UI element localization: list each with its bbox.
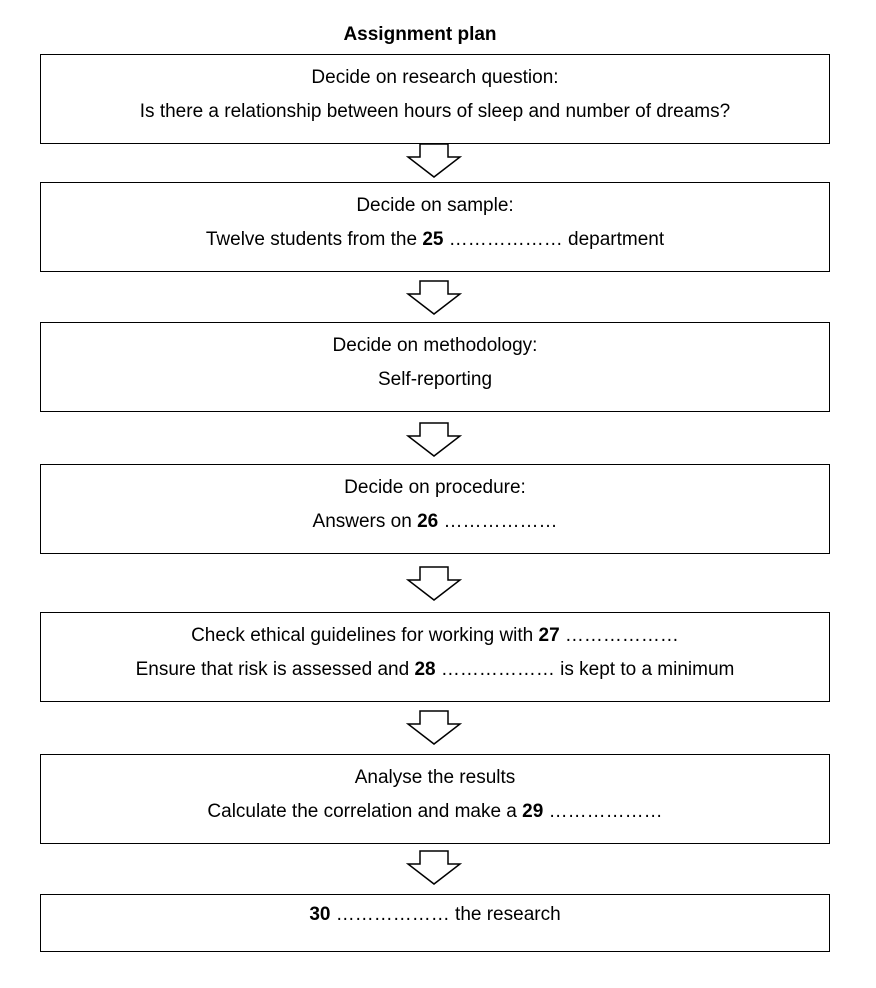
down-arrow-icon <box>406 710 462 745</box>
down-arrow-icon <box>406 566 462 601</box>
step-detail: Self-reporting <box>377 369 493 390</box>
step-research-question: Decide on research question: Is there a … <box>40 54 830 144</box>
question-number: 27 <box>538 625 560 646</box>
question-number: 29 <box>522 801 544 822</box>
question-number: 28 <box>414 659 436 680</box>
down-arrow-icon <box>406 422 462 457</box>
step-heading: 30 ……………… the research <box>309 904 561 925</box>
question-number: 30 <box>309 904 331 925</box>
question-number: 25 <box>422 229 444 250</box>
step-detail: Is there a relationship between hours of… <box>139 101 731 122</box>
step-heading: Decide on research question: <box>311 67 559 88</box>
step-detail: Ensure that risk is assessed and 28 …………… <box>135 659 735 680</box>
step-heading: Check ethical guidelines for working wit… <box>191 625 679 646</box>
step-heading: Decide on procedure: <box>344 477 526 498</box>
step-ethical-guidelines: Check ethical guidelines for working wit… <box>40 612 830 702</box>
down-arrow-icon <box>406 280 462 315</box>
down-arrow-icon <box>406 850 462 885</box>
step-final: 30 ……………… the research <box>40 894 830 952</box>
step-procedure: Decide on procedure: Answers on 26 ……………… <box>40 464 830 554</box>
step-analyse-results: Analyse the results Calculate the correl… <box>40 754 830 844</box>
question-number: 26 <box>417 511 439 532</box>
step-heading: Decide on methodology: <box>332 335 538 356</box>
step-detail: Answers on 26 ……………… <box>312 511 558 532</box>
step-detail: Twelve students from the 25 ……………… depar… <box>205 229 665 250</box>
step-methodology: Decide on methodology: Self-reporting <box>40 322 830 412</box>
step-heading: Analyse the results <box>354 767 516 788</box>
down-arrow-icon <box>406 143 462 178</box>
step-detail: Calculate the correlation and make a 29 … <box>207 801 663 822</box>
step-sample: Decide on sample: Twelve students from t… <box>40 182 830 272</box>
step-heading: Decide on sample: <box>356 195 514 216</box>
diagram-title: Assignment plan <box>343 24 497 45</box>
